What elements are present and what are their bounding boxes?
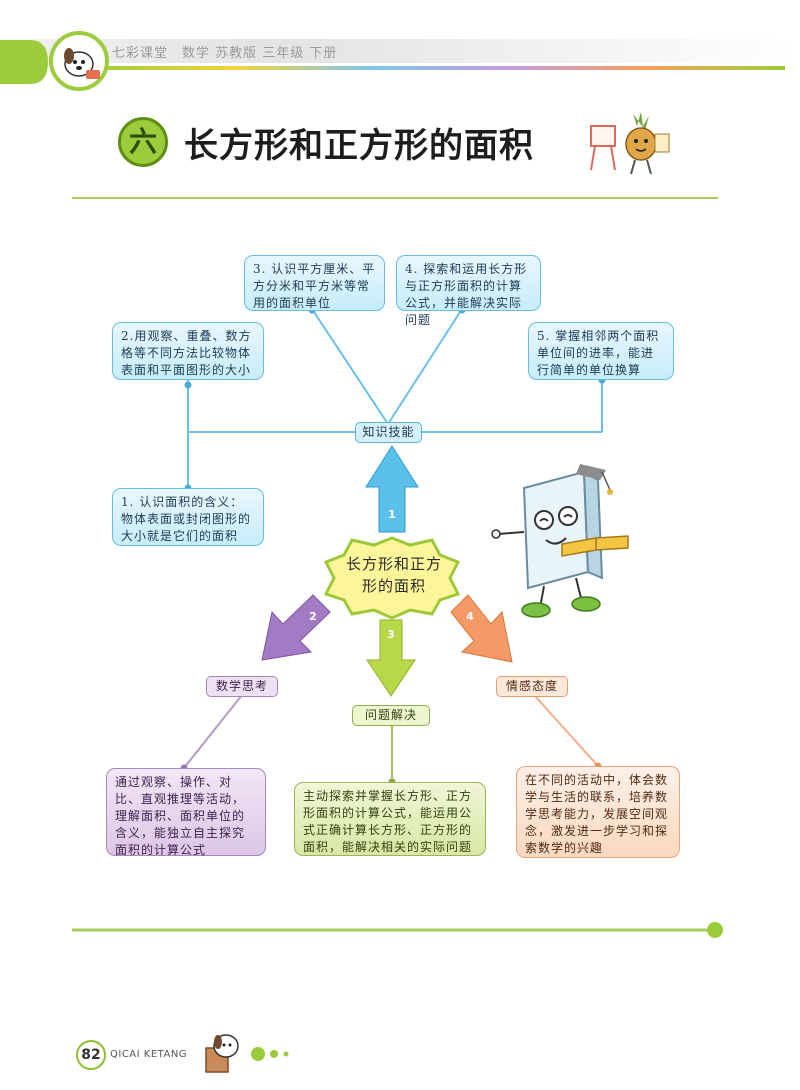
label-emotion-attitude: 情感态度 [496, 676, 568, 697]
problem-solving-box: 主动探索并掌握长方形、正方形面积的计算公式，能运用公式正确计算长方形、正方形的面… [294, 782, 486, 856]
branch-number-1: 1 [388, 508, 396, 521]
branch-number-3: 3 [387, 628, 395, 641]
center-topic: 长方形和正方 形的面积 [330, 553, 458, 597]
page-number: 82 [76, 1040, 106, 1070]
page-title: 长方形和正方形的面积 [184, 126, 534, 166]
brand-name: QICAI KETANG [110, 1049, 188, 1060]
knowledge-item-4: 4. 探索和运用长方形与正方形面积的计算公式，并能解决实际问题 [396, 255, 541, 327]
branch-number-4: 4 [466, 610, 474, 623]
book-mascot-illustration [491, 464, 629, 618]
label-problem-solving: 问题解决 [352, 705, 430, 726]
label-math-thinking: 数学思考 [206, 676, 278, 697]
chapter-number-badge: 六 [118, 117, 168, 167]
series-title: 七彩课堂 数学 苏教版 三年级 下册 [112, 46, 338, 61]
pineapple-mascot-illustration [590, 112, 670, 175]
center-topic-line-1: 长方形和正方 [345, 555, 442, 573]
mascot-dog-logo [49, 31, 109, 91]
label-knowledge-skills: 知识技能 [355, 422, 422, 443]
knowledge-item-5: 5. 掌握相邻两个面积单位间的进率，能进行简单的单位换算 [528, 322, 674, 380]
center-topic-line-2: 形的面积 [361, 577, 426, 595]
knowledge-item-1: 1. 认识面积的含义：物体表面或封闭图形的大小就是它们的面积 [112, 488, 264, 546]
branch-number-2: 2 [309, 610, 317, 623]
header-band [0, 39, 800, 84]
math-thinking-box: 通过观察、操作、对比、直观推理等活动，理解面积、面积单位的含义，能独立自主探究面… [106, 768, 266, 857]
emotion-attitude-box: 在不同的活动中，体会数学与生活的联系，培养数学思考能力，发展空间观念，激发进一步… [516, 766, 680, 858]
knowledge-item-3: 3. 认识平方厘米、平方分米和平方米等常用的面积单位 [244, 255, 385, 311]
footer-mascot-dog-illustration [205, 1034, 289, 1073]
title-divider [72, 197, 718, 199]
knowledge-item-2: 2.用观察、重叠、数方格等不同方法比较物体表面和平面图形的大小 [112, 322, 264, 380]
